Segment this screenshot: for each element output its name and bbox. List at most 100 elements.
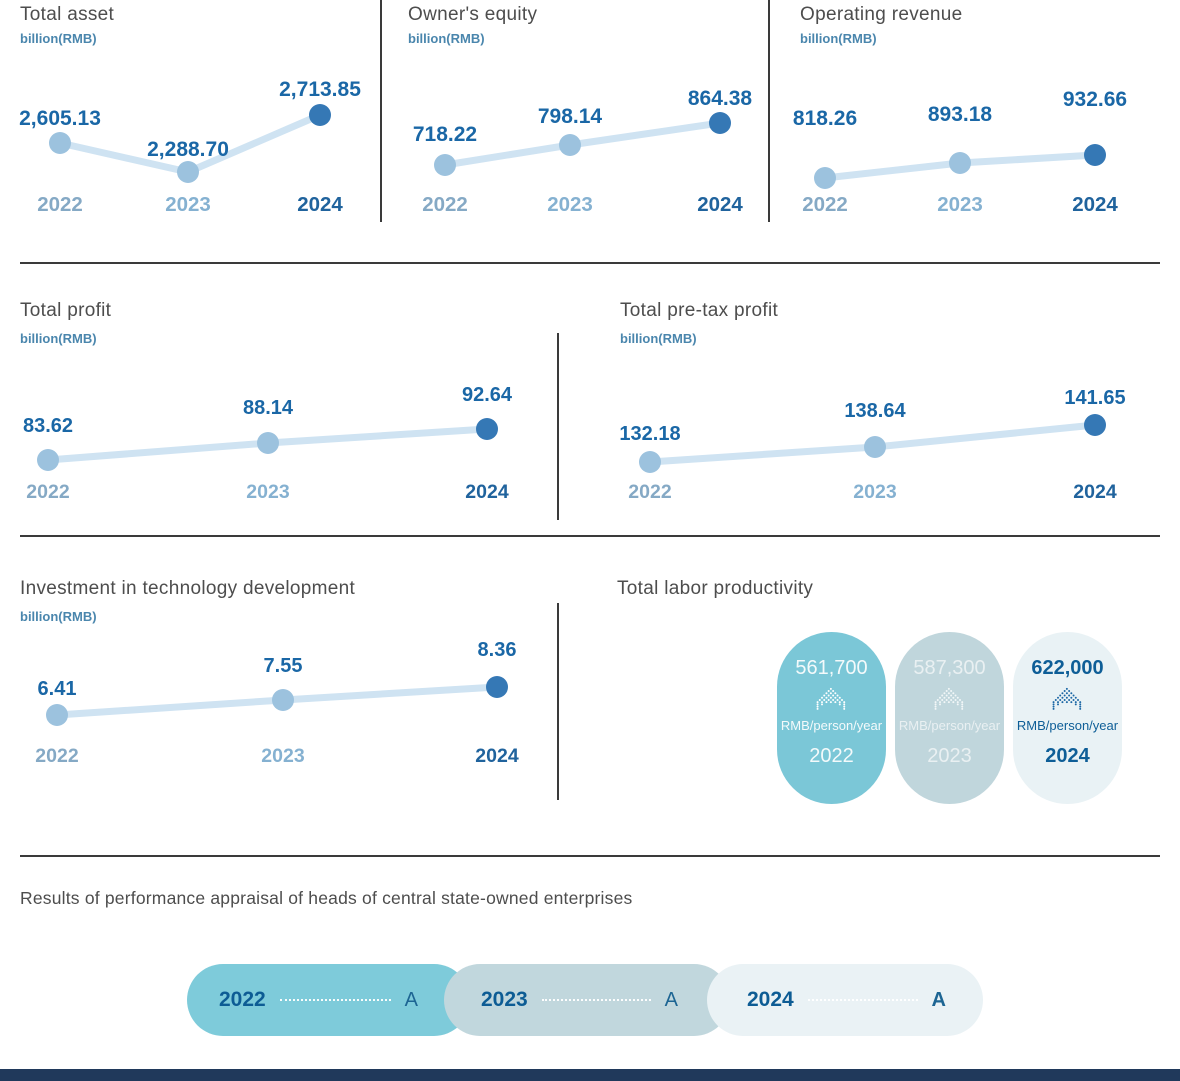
arrow-dot <box>947 696 950 699</box>
appraisal-pill-2023: 2023 A <box>444 964 730 1036</box>
data-point-2023 <box>177 161 199 183</box>
arrow-dot <box>1058 694 1061 697</box>
arrow-dot <box>1063 690 1066 693</box>
year-label: 2022 <box>35 745 79 767</box>
arrow-dot <box>1052 707 1055 710</box>
year-label: 2023 <box>165 193 211 216</box>
data-point-2023 <box>949 152 971 174</box>
arrow-dot <box>820 701 823 704</box>
arrow-dot <box>951 696 954 699</box>
divider <box>20 262 1160 264</box>
trend-line <box>441 119 724 169</box>
arrow-dot <box>1063 698 1066 701</box>
appraisal-grade-2022: A <box>404 988 418 1011</box>
labor-year-2023: 2023 <box>927 745 972 767</box>
arrow-dot <box>833 701 836 704</box>
year-label: 2022 <box>422 193 468 216</box>
value-label: 818.26 <box>793 107 857 130</box>
chart-title-pretax-profit: Total pre-tax profit <box>620 300 779 321</box>
data-point-2022 <box>434 154 456 176</box>
arrow-dot <box>958 698 961 701</box>
chart-unit-total-profit: billion(RMB) <box>20 331 97 346</box>
arrow-dot <box>842 701 845 704</box>
appraisal-year-2023: 2023 <box>481 988 528 1011</box>
arrow-dot <box>1074 701 1077 704</box>
arrow-dot <box>947 687 950 690</box>
value-label: 141.65 <box>1064 387 1125 409</box>
arrow-dot <box>831 694 834 697</box>
arrow-dot <box>1072 698 1075 701</box>
arrow-dot <box>949 698 952 701</box>
year-label: 2022 <box>628 481 672 503</box>
dotted-leader <box>807 999 918 1001</box>
arrow-dot <box>1078 707 1081 710</box>
arrow-dot <box>934 707 937 710</box>
arrow-dot <box>1058 698 1061 701</box>
arrow-dot <box>816 707 819 710</box>
year-label: 2024 <box>465 481 509 503</box>
arrow-dot <box>820 696 823 699</box>
arrow-dot <box>960 705 963 708</box>
appraisal-pill-2022: 2022 A <box>187 964 470 1036</box>
data-point-2024 <box>1084 144 1106 166</box>
arrow-dot <box>1060 701 1063 704</box>
value-label: 83.62 <box>23 415 73 437</box>
arrow-dot <box>1065 687 1068 690</box>
year-label: 2022 <box>802 193 848 216</box>
arrow-dot <box>1065 701 1068 704</box>
arrow-dot <box>1069 692 1072 695</box>
arrow-dot <box>833 692 836 695</box>
year-label: 2024 <box>475 745 519 767</box>
arrow-dot <box>836 698 839 701</box>
year-label: 2023 <box>853 481 897 503</box>
arrow-dot <box>1078 703 1081 706</box>
labor-pill-2022: 561,700 RMB/person/year 2022 <box>777 632 886 804</box>
arrow-dot <box>1069 701 1072 704</box>
arrow-dot <box>829 696 832 699</box>
data-point-2023 <box>864 436 886 458</box>
value-label: 798.14 <box>538 105 603 128</box>
arrow-dot <box>951 692 954 695</box>
panel-title-labor-productivity: Total labor productivity <box>617 578 814 599</box>
arrow-dot <box>822 698 825 701</box>
value-label: 92.64 <box>462 384 513 406</box>
chart-unit-operating-revenue: billion(RMB) <box>800 31 877 46</box>
data-point-2022 <box>46 704 68 726</box>
labor-unit-2023: RMB/person/year <box>898 718 1001 733</box>
appraisal-grade-2024: A <box>931 988 946 1011</box>
arrow-dot <box>938 701 941 704</box>
arrow-dot <box>827 690 830 693</box>
value-label: 7.55 <box>264 655 303 677</box>
data-point-2024 <box>476 418 498 440</box>
arrow-dot <box>938 696 941 699</box>
dotted-leader <box>541 999 651 1001</box>
data-point-2022 <box>37 449 59 471</box>
data-point-2023 <box>257 432 279 454</box>
labor-year-2024: 2024 <box>1045 745 1090 767</box>
arrow-dot <box>842 705 845 708</box>
chart-title-tech-investment: Investment in technology development <box>20 578 356 599</box>
value-label: 6.41 <box>38 678 77 700</box>
arrow-dot <box>938 703 941 706</box>
value-label: 132.18 <box>619 423 680 445</box>
arrow-dot <box>949 690 952 693</box>
year-label: 2024 <box>1072 193 1118 216</box>
arrow-dot <box>1078 701 1081 704</box>
divider <box>557 333 559 520</box>
divider <box>768 0 770 222</box>
arrow-dot <box>936 698 939 701</box>
arrow-dot <box>1069 696 1072 699</box>
arrow-dot <box>1052 705 1055 708</box>
arrow-dot <box>1076 698 1079 701</box>
arrow-dot <box>945 690 948 693</box>
data-point-2022 <box>49 132 71 154</box>
arrow-dot <box>838 696 841 699</box>
arrow-dot <box>1065 696 1068 699</box>
arrow-dot <box>947 692 950 695</box>
arrow-dot <box>831 698 834 701</box>
